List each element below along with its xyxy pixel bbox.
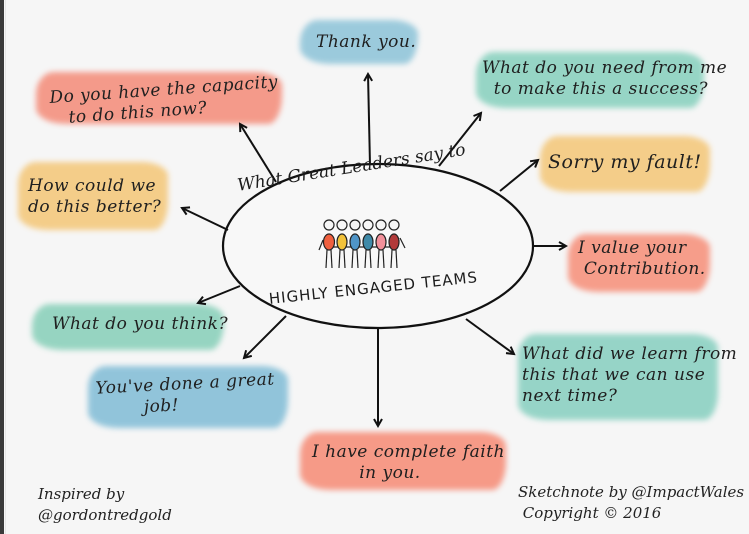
blob-learn xyxy=(518,334,718,420)
blob-capacity xyxy=(36,72,282,124)
note-thank-you: Thank you. xyxy=(316,32,417,52)
blob-great-job xyxy=(88,366,288,428)
blob-need-from-me xyxy=(476,52,704,108)
credit-inspired: Inspired by @gordontredgold xyxy=(38,485,172,524)
blob-thank-you xyxy=(300,20,418,64)
blob-faith xyxy=(300,432,506,490)
blob-think xyxy=(32,304,224,350)
blob-better xyxy=(18,162,168,230)
note-better: How could we do this better? xyxy=(28,176,162,217)
blob-sorry xyxy=(540,136,710,192)
team-people-icon xyxy=(318,219,406,269)
credit-sketchnote: Sketchnote by @ImpactWales Copyright © 2… xyxy=(518,483,745,522)
note-learn: What did we learn from this that we can … xyxy=(522,344,738,406)
note-faith: I have complete faith in you. xyxy=(312,442,505,483)
blob-value xyxy=(568,234,710,292)
note-value: I value your Contribution. xyxy=(578,238,706,279)
note-need-from-me: What do you need from me to make this a … xyxy=(482,58,728,99)
note-sorry: Sorry my fault! xyxy=(548,151,702,173)
note-think: What do you think? xyxy=(52,314,229,334)
left-border xyxy=(0,0,4,534)
left-border-highlight xyxy=(5,0,6,534)
